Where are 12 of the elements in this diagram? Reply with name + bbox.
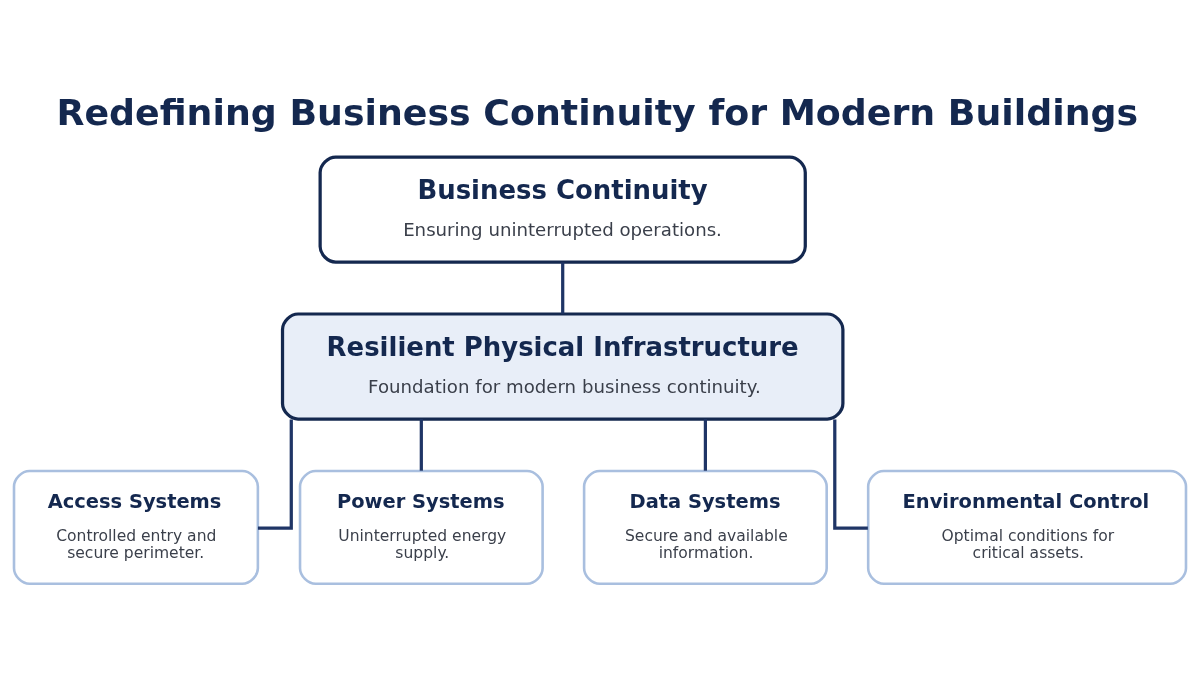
connector [419,418,423,471]
connector [833,418,868,530]
node-box: Access Systems Controlled entry and secure perimeter. [12,469,260,585]
node-box: Business Continuity Ensuring uninterrupted operations. [318,154,807,264]
node-box: Resilient Physical Infrastructure Foundation for modern business continuity. [280,311,845,421]
node-box: Data Systems Secure and available information. [582,469,828,585]
connector [257,418,293,530]
connector [561,261,565,314]
node-box: Power Systems Uninterrupted energy supply. [298,469,544,585]
diagram-title: Redefining Business Continuity for Modern Buildings [56,90,1139,134]
node-box: Environmental Control Optimal conditions for critical assets. [866,469,1188,585]
connector [703,418,707,471]
